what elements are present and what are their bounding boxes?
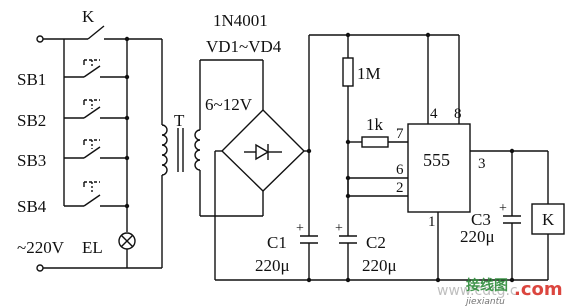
watermark-brand-cn: 接线图 xyxy=(466,277,508,294)
watermark-brand-com: .com xyxy=(514,279,563,300)
pin6-label: 6 xyxy=(396,162,404,178)
top-terminal xyxy=(36,35,44,43)
pin4-label: 4 xyxy=(430,106,438,122)
pushbutton-sb2 xyxy=(64,99,127,119)
pushbutton-sb3 xyxy=(64,139,127,159)
pin3-label: 3 xyxy=(478,156,486,172)
bridge-rectifier xyxy=(200,59,309,280)
transformer-label: T xyxy=(174,111,185,130)
pushbutton-sb4 xyxy=(64,181,127,207)
c3-plus: + xyxy=(499,201,507,216)
pin7-label: 7 xyxy=(396,126,404,142)
sb4-label: SB4 xyxy=(17,197,47,216)
dc-rails xyxy=(215,32,548,283)
pin8-label: 8 xyxy=(454,106,462,122)
sb2-label: SB2 xyxy=(17,111,46,130)
pin2-label: 2 xyxy=(396,180,404,196)
c3-label: C3 xyxy=(471,210,491,229)
c1-value: 220μ xyxy=(255,256,290,275)
resistor-r2 xyxy=(348,136,408,148)
switch-k-blade xyxy=(87,25,105,40)
watermark: www.cdtg.c 接线图 .com jiexiantu xyxy=(437,277,563,307)
capacitor-c1 xyxy=(300,235,318,280)
pin1-label: 1 xyxy=(428,214,436,230)
capacitor-c3 xyxy=(503,151,521,280)
sb3-label: SB3 xyxy=(17,151,46,170)
sb1-label: SB1 xyxy=(17,70,46,89)
c2-plus: + xyxy=(335,221,343,236)
ic-555 xyxy=(407,123,471,213)
capacitor-c2 xyxy=(339,235,357,280)
diode-type-label: 1N4001 xyxy=(213,11,268,30)
c2-value: 220μ xyxy=(362,256,397,275)
mains-label: ~220V xyxy=(17,238,65,257)
c1-label: C1 xyxy=(267,233,287,252)
switch-k-label: K xyxy=(82,7,95,26)
r1-label: 1M xyxy=(357,64,381,83)
c2-label: C2 xyxy=(366,233,386,252)
watermark-site: www.cdtg.c xyxy=(437,283,518,299)
threshold-trigger-wiring xyxy=(345,177,408,199)
diodes-label: VD1~VD4 xyxy=(206,37,282,56)
input-wiring xyxy=(36,25,162,272)
ic-label: 555 xyxy=(423,150,450,170)
c3-value: 220μ xyxy=(460,227,495,246)
secondary-voltage-label: 6~12V xyxy=(205,95,253,114)
r2-label: 1k xyxy=(366,115,384,134)
transformer-t xyxy=(161,39,201,268)
resistor-r1 xyxy=(342,35,354,236)
relay-k xyxy=(531,151,565,280)
c1-plus: + xyxy=(296,221,304,236)
watermark-sub: jiexiantu xyxy=(464,297,505,307)
bottom-terminal xyxy=(36,264,44,272)
pushbutton-sb1 xyxy=(64,59,127,78)
lamp-label: EL xyxy=(82,238,103,257)
relay-label: K xyxy=(542,210,555,229)
lamp-el xyxy=(118,232,136,268)
